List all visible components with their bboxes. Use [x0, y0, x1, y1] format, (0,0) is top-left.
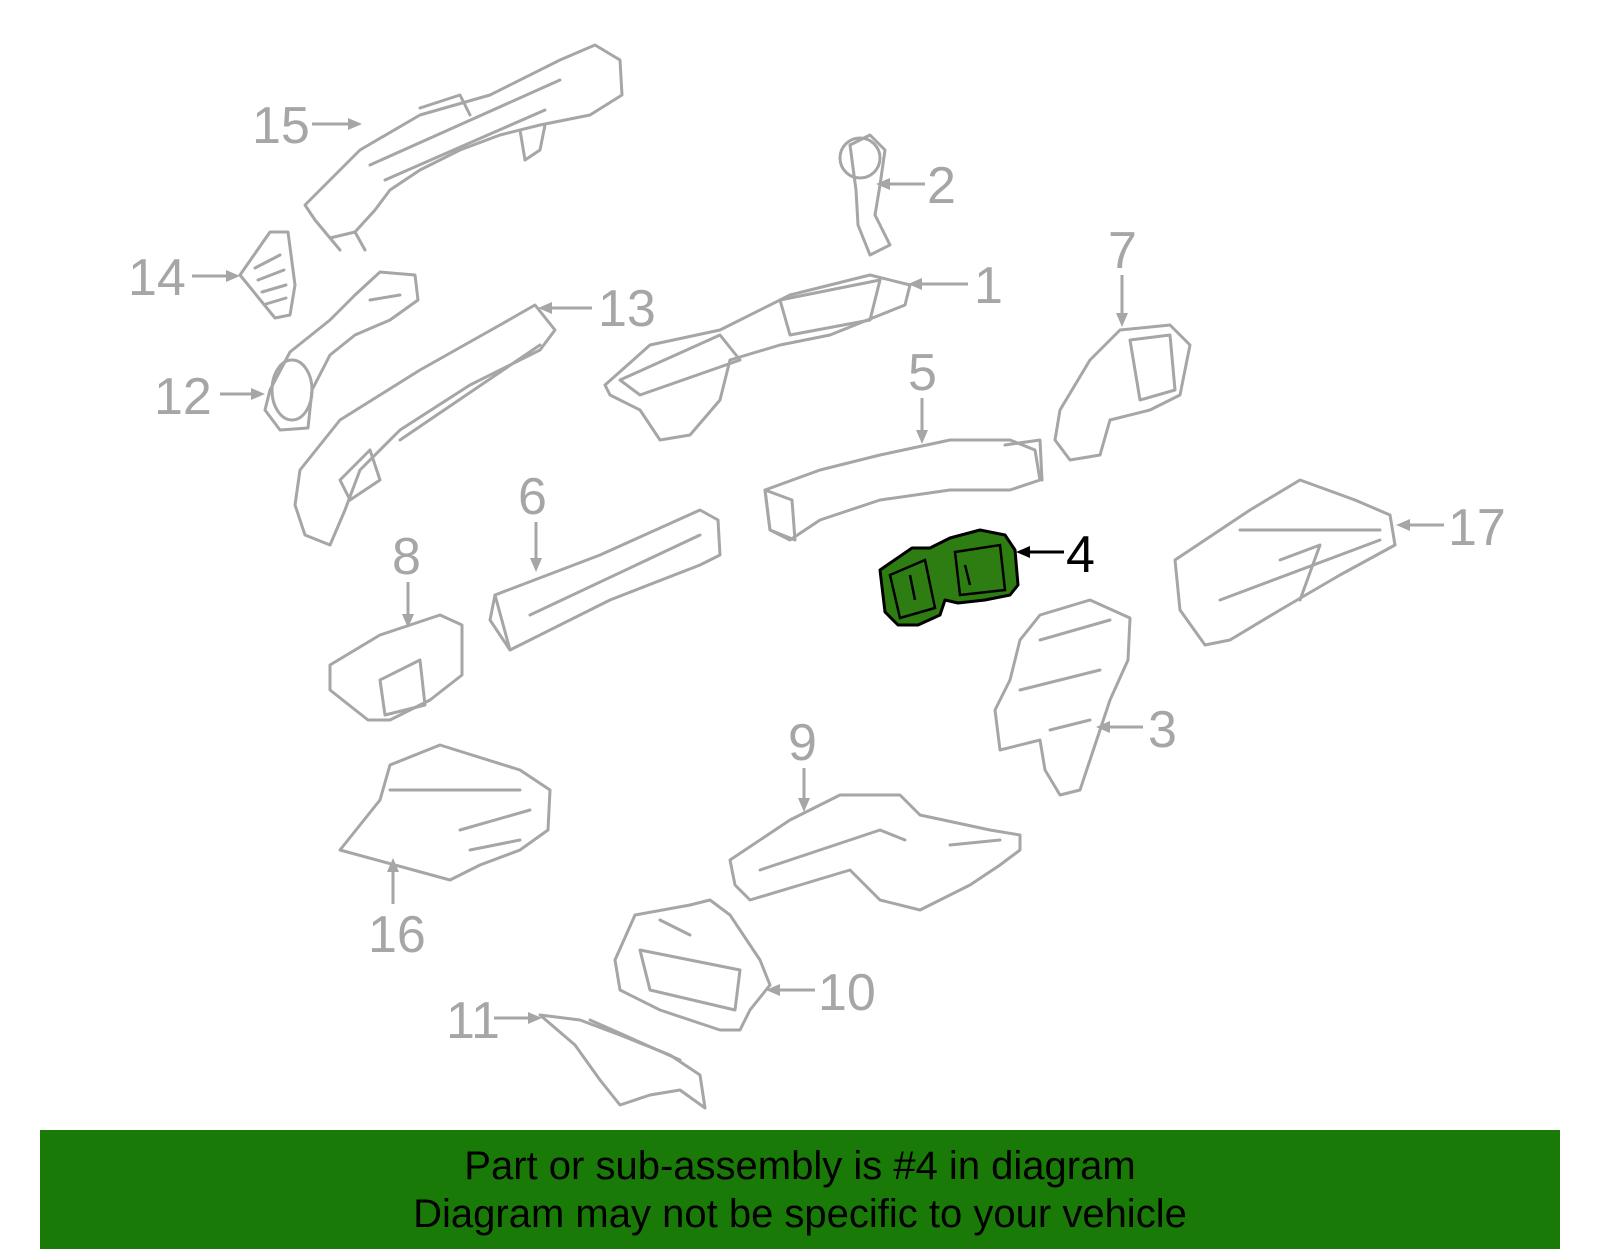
callout-3: 3	[1148, 701, 1177, 759]
part-10-vent	[613, 898, 772, 1032]
arrowhead-5	[916, 430, 928, 444]
arrowhead-1	[908, 278, 922, 290]
arrowhead-9	[798, 798, 810, 812]
part-17-vent	[1173, 478, 1397, 647]
part-2-duct	[838, 133, 892, 257]
arrowhead-2	[876, 178, 890, 190]
callout-16: 16	[368, 906, 426, 964]
arrowhead-3	[1096, 721, 1110, 733]
callout-4: 4	[1066, 526, 1095, 584]
part-3-bracket	[993, 598, 1132, 797]
callout-1: 1	[974, 257, 1003, 315]
callout-15: 15	[252, 97, 310, 155]
callout-7: 7	[1108, 222, 1137, 280]
banner-line-disclaimer: Diagram may not be specific to your vehi…	[413, 1191, 1187, 1236]
part-15-duct	[303, 43, 624, 252]
part-4-highlighted-vent	[878, 528, 1020, 627]
part-14-vent	[238, 230, 297, 320]
callout-2: 2	[927, 157, 956, 215]
part-12-duct	[263, 270, 420, 432]
arrowhead-4	[1016, 546, 1030, 558]
arrowhead-8	[402, 614, 414, 628]
parts-diagram: 15 14 12 13 2 1 7	[128, 43, 1506, 1110]
callout-10: 10	[818, 964, 876, 1022]
part-7-vent	[1053, 323, 1192, 462]
callout-13: 13	[598, 280, 656, 338]
arrowhead-6	[530, 558, 542, 572]
callout-17: 17	[1448, 499, 1506, 557]
part-9-duct	[728, 793, 1022, 912]
part-1-duct	[603, 273, 912, 442]
arrowhead-7	[1116, 313, 1128, 327]
callout-8: 8	[392, 528, 421, 586]
part-5-duct	[763, 438, 1044, 542]
arrowhead-11	[528, 1012, 542, 1024]
arrowhead-14	[226, 270, 240, 282]
banner-line-part: Part or sub-assembly is #4 in diagram	[464, 1143, 1136, 1188]
callout-5: 5	[908, 344, 937, 402]
arrowhead-16	[387, 858, 399, 872]
callout-12: 12	[154, 368, 212, 426]
arrowhead-12	[251, 388, 265, 400]
part-13-panel	[293, 303, 557, 547]
part-6-duct	[488, 508, 722, 652]
part-11-trim	[538, 1013, 707, 1110]
arrowhead-17	[1396, 519, 1410, 531]
callout-9: 9	[788, 714, 817, 772]
callout-14: 14	[128, 249, 186, 307]
arrowhead-10	[766, 984, 780, 996]
part-8-vent	[328, 613, 464, 722]
info-banner: Part or sub-assembly is #4 in diagram Di…	[40, 1130, 1560, 1249]
callout-11: 11	[446, 992, 500, 1050]
arrowhead-15	[348, 118, 362, 130]
arrowhead-13	[538, 302, 552, 314]
part-16-vent	[338, 743, 552, 882]
callout-6: 6	[518, 468, 547, 526]
